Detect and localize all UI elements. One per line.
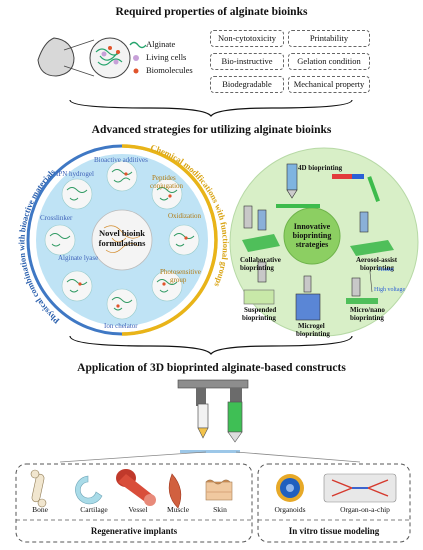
legend-living-cells: Living cells (146, 52, 187, 62)
bone-icon (30, 469, 47, 508)
label-heater: Heater (378, 267, 394, 273)
organ-on-chip-icon (323, 473, 397, 503)
label-micro-nano: Micro/nano (350, 306, 385, 314)
ring-label-physical: Physical combination with bioactive mate… (16, 166, 61, 326)
label-ion-chelator: Ion chelator (104, 322, 138, 330)
label-suspended: Suspended (244, 306, 277, 314)
label-ipn-hydrogel: IPN hydrogel (56, 170, 94, 178)
biomolecule-icon (133, 68, 139, 74)
group-regenerative-implants: Regenerative implants (90, 526, 178, 536)
label-muscle: Muscle (166, 505, 190, 514)
label-aerosol-assist-2: bioprinting (360, 264, 394, 272)
label-4d-bioprinting: 4D bioprinting (298, 164, 343, 172)
legend-alginate: Alginate (146, 39, 176, 49)
label-bone: Bone (32, 505, 48, 514)
label-oxidization: Oxidization (168, 212, 202, 220)
svg-text:Physical combination with bioa: Physical combination with bioactive mate… (16, 166, 61, 326)
section2-brace-icon (69, 335, 353, 355)
section1-brace-icon (69, 99, 353, 117)
label-organoids: Organoids (274, 505, 306, 514)
label-photosensitive: Photosensitive (160, 268, 201, 276)
label-suspended-2: bioprinting (242, 314, 276, 322)
label-high-voltage: High voltage (374, 287, 406, 293)
label-group: group (170, 276, 187, 284)
label-micro-nano-2: bioprinting (350, 314, 384, 322)
property-printability: Printability (288, 30, 370, 47)
property-bio-instructive: Bio-instructive (210, 53, 284, 70)
skin-icon (205, 479, 233, 501)
organoid-icon (276, 474, 304, 502)
legend-biomolecules: Biomolecules (146, 65, 193, 75)
magnified-circle-icon (89, 37, 131, 79)
novel-bioink-circle (26, 144, 218, 336)
bioprinter-icon (177, 379, 249, 453)
vessel-icon (116, 469, 156, 506)
section2-title: Advanced strategies for utilizing algina… (91, 124, 332, 136)
label-skin: Skin (213, 505, 227, 514)
label-microgel: Microgel (298, 322, 325, 330)
muscle-icon (168, 473, 182, 509)
label-cartilage: Cartilage (80, 505, 108, 514)
label-organ-on-chip: Organ-on-a-chip (340, 505, 390, 514)
label-alginate-lyase: Alginate lyase (58, 254, 99, 262)
label-collaborative-2: bioprinting (240, 264, 274, 272)
label-collaborative: Collaborative (240, 256, 281, 264)
label-aerosol-assist: Aerosol-assist (356, 256, 398, 264)
label-conjugation: conjugation (150, 182, 184, 190)
cartilage-icon (75, 475, 103, 505)
alginate-icon (129, 41, 147, 49)
living-cell-icon (133, 55, 139, 61)
tissue-modeling-box (257, 463, 411, 543)
section3-title: Application of 3D bioprinted alginate-ba… (77, 362, 346, 374)
section1-title: Required properties of alginate bioinks (115, 6, 308, 18)
property-mechanical: Mechanical property (288, 76, 370, 93)
group-tissue-modeling: In vitro tissue modeling (288, 526, 380, 536)
label-crosslinker: Crosslinker (40, 214, 73, 222)
label-vessel: Vessel (128, 505, 148, 514)
property-gelation-condition: Gelation condition (288, 53, 370, 70)
label-microgel-2: bioprinting (296, 330, 330, 338)
label-bioactive-additives: Bioactive additives (94, 156, 148, 164)
regenerative-implants-box (15, 463, 253, 543)
property-non-cytotoxicity: Non-cytotoxicity (210, 30, 284, 47)
bioprinting-strategies-circle (229, 147, 419, 337)
property-biodegradable: Biodegradable (210, 76, 284, 93)
label-peptides: Peptides (152, 174, 176, 182)
